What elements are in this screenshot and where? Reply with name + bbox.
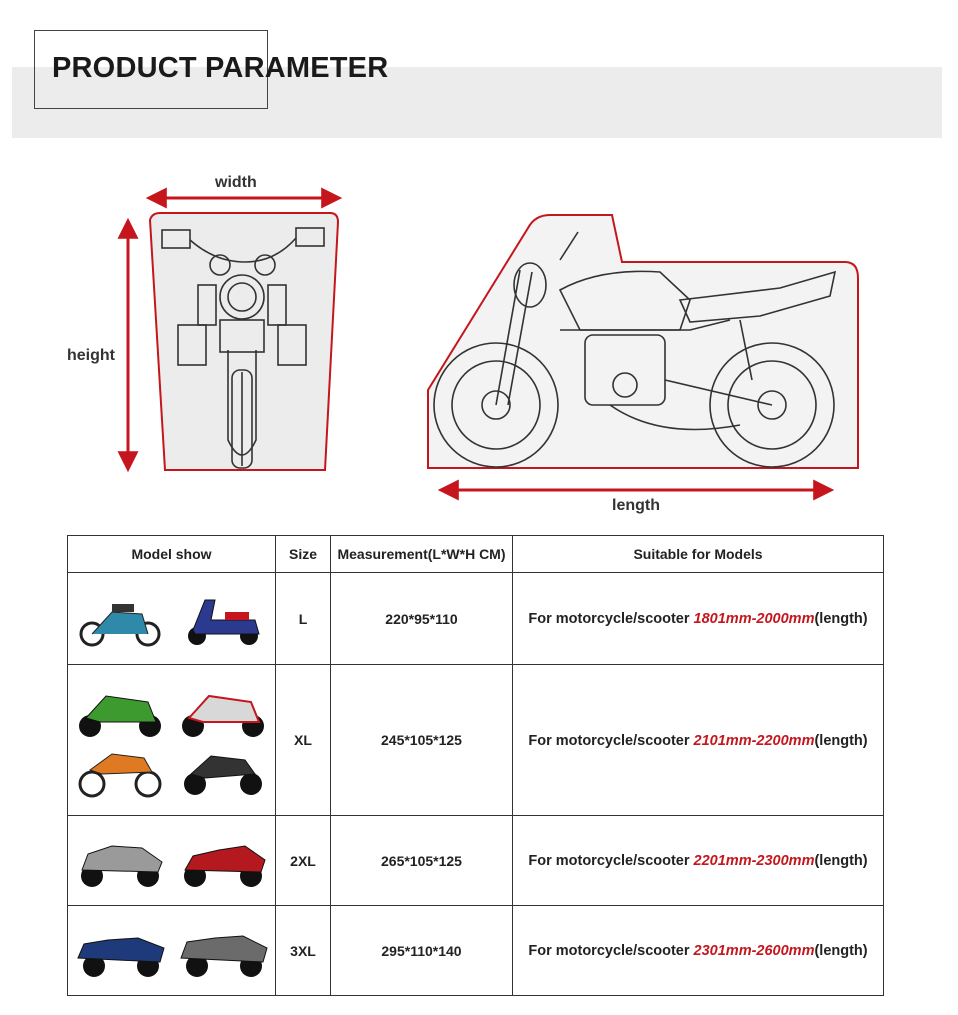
width-label: width (215, 174, 257, 191)
motorcycle-image (79, 603, 161, 646)
size-cell: XL (275, 664, 331, 816)
suitable-prefix: For motorcycle/scooter (528, 611, 694, 627)
model-images (67, 572, 276, 665)
scooter-image (188, 599, 260, 645)
motorcycle-image (180, 934, 268, 977)
page-title: PRODUCT PARAMETER (52, 52, 389, 84)
suitable-prefix: For motorcycle/scooter (528, 732, 694, 749)
table-row: 3XL 295*110*140 For motorcycle/scooter 2… (67, 905, 884, 996)
motorcycle-image (184, 755, 263, 795)
size-cell: 2XL (275, 815, 331, 906)
length-range: 2301mm-2600mm (693, 943, 815, 959)
size-table: Model show Size Measurement(L*W*H CM) Su… (67, 535, 884, 996)
motorcycle-image (184, 844, 266, 887)
measurement-cell: 220*95*110 (330, 572, 513, 665)
suitable-prefix: For motorcycle/scooter (528, 943, 694, 959)
suitable-cell: For motorcycle/scooter 2201mm-2300mm(len… (512, 815, 884, 906)
length-range: 2101mm-2200mm (693, 732, 815, 749)
measurement-cell: 245*105*125 (330, 664, 513, 816)
header-measurement: Measurement(L*W*H CM) (330, 535, 513, 573)
motorcycle-image (78, 695, 161, 737)
length-range: 1801mm-2000mm (693, 611, 815, 627)
table-row: L 220*95*110 For motorcycle/scooter 1801… (67, 572, 884, 665)
header-model-show: Model show (67, 535, 276, 573)
suitable-suffix: (length) (814, 943, 868, 959)
table-header-row: Model show Size Measurement(L*W*H CM) Su… (67, 535, 884, 573)
suitable-cell: For motorcycle/scooter 1801mm-2000mm(len… (512, 572, 884, 665)
suitable-suffix: (length) (814, 853, 868, 869)
motorcycle-image (182, 694, 265, 737)
front-view-cover (148, 212, 340, 471)
length-label: length (612, 497, 660, 514)
side-view-cover (427, 214, 859, 469)
suitable-cell: For motorcycle/scooter 2101mm-2200mm(len… (512, 664, 884, 816)
model-images (67, 815, 276, 906)
suitable-cell: For motorcycle/scooter 2301mm-2600mm(len… (512, 905, 884, 996)
suitable-prefix: For motorcycle/scooter (528, 853, 694, 869)
header-band (12, 67, 942, 138)
height-label: height (67, 347, 115, 364)
model-images (67, 664, 276, 816)
size-cell: 3XL (275, 905, 331, 996)
size-cell: L (275, 572, 331, 665)
table-row: XL 245*105*125 For motorcycle/scooter 21… (67, 664, 884, 816)
header-suitable-models: Suitable for Models (512, 535, 884, 573)
measurement-cell: 265*105*125 (330, 815, 513, 906)
header-size: Size (275, 535, 331, 573)
model-images (67, 905, 276, 996)
motorcycle-image (78, 753, 162, 798)
dimension-diagram (117, 187, 859, 501)
suitable-suffix: (length) (814, 732, 868, 749)
header-frame (34, 30, 268, 109)
measurement-cell: 295*110*140 (330, 905, 513, 996)
motorcycle-image (80, 844, 163, 887)
length-range: 2201mm-2300mm (693, 853, 815, 869)
suitable-suffix: (length) (814, 611, 868, 627)
table-row: 2XL 265*105*125 For motorcycle/scooter 2… (67, 815, 884, 906)
motorcycle-image (77, 936, 165, 977)
